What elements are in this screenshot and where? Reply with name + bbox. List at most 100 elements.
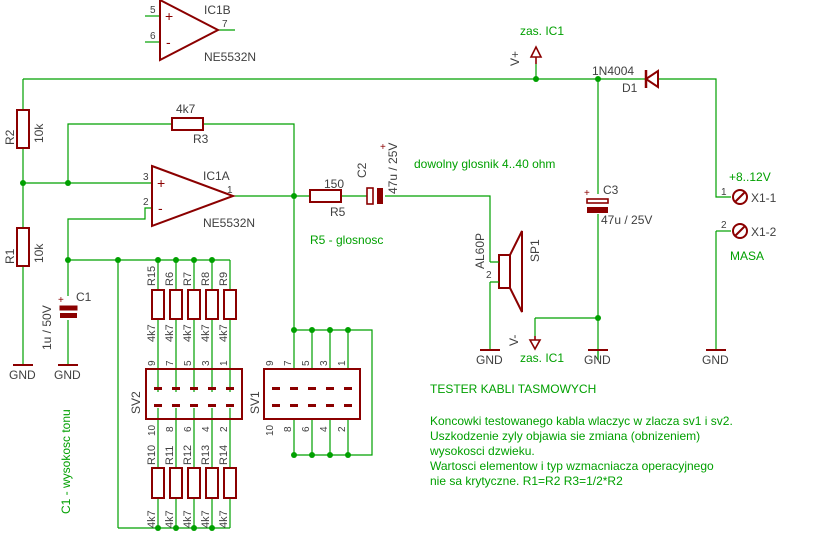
junction [345,452,351,458]
resistor-array-bottom-values: 4k7 4k7 4k7 4k7 4k7 [146,510,230,528]
pin-number: 1 [219,360,230,366]
sp1-value: AL60P [473,233,487,269]
pin-number: 4 [201,426,212,432]
ic1a-pin2: 2 [143,197,149,208]
junction [191,525,197,531]
d1-name: D1 [622,81,638,95]
vplus-symbol: V+ zas. IC1 [508,24,564,66]
resistor-value: 4k7 [200,510,212,528]
resistor-value: 4k7 [146,510,158,528]
junction [65,257,71,263]
ic1b-opamp: + - 5 6 7 IC1B NE5532N [150,0,256,64]
junction [309,452,315,458]
junction [20,180,26,186]
sp1-pin2: 2 [486,270,492,281]
resistor-value: 4k7 [182,510,194,528]
capacitor-c2: + C2 47u / 25V [355,142,400,205]
resistor-array-bottom-names: R10 R11 R12 R13 R14 [146,445,230,465]
c2-value: 47u / 25V [386,143,400,194]
ic1a-name: IC1A [203,169,230,183]
junction [533,76,539,82]
sv2-top-pins: 9 7 5 3 1 [147,360,230,366]
zas-bottom-label: zas. IC1 [520,351,564,365]
pin-number: 7 [165,360,176,366]
resistor-value: 4k7 [218,324,230,342]
junction [345,327,351,333]
supply-label: +8..12V [729,170,771,184]
vplus-label: V+ [508,51,522,66]
c2-polarity: + [380,142,386,153]
ic1b-value: NE5532N [204,50,256,64]
c1-name: C1 [76,290,92,304]
resistor-value: 4k7 [164,510,176,528]
description-title: TESTER KABLI TASMOWYCH [430,382,596,396]
gnd-label-x1: GND [702,353,729,367]
x1-pin2: 2 [721,220,727,231]
resistor-value: 4k7 [182,324,194,342]
ic1b-minus: - [166,34,171,50]
capacitor-c1: + C1 1u / 50V [40,290,92,350]
sv1-top-pins: 9 7 5 3 1 [265,360,348,366]
sv2-name: SV2 [129,391,143,414]
resistor-name: R10 [146,445,158,465]
resistor-name: R14 [218,445,230,465]
description-line: nie sa krytyczne. R1=R2 R3=1/2*R2 [430,474,623,488]
junction [309,327,315,333]
r5-note: R5 - glosnosc [310,233,383,247]
description-block: TESTER KABLI TASMOWYCH Koncowki testowan… [429,382,733,488]
resistor-value: 4k7 [164,324,176,342]
zas-top-label: zas. IC1 [520,24,564,38]
resistor-name: R11 [164,446,176,465]
c3-polarity: + [584,188,590,199]
resistor-name: R8 [200,272,212,286]
c3-value: 47u / 25V [601,213,652,227]
description-line: Uszkodzenie zyly objawia sie zmiana (obn… [430,429,700,443]
pin-number: 9 [147,360,158,366]
x1-2-label: X1-2 [751,225,777,239]
terminal-x1-2: 2 X1-2 MASA [721,220,777,263]
junction [209,525,215,531]
resistor-array-bottom [151,467,237,499]
resistor-array-top-names: R15 R6 R7 R8 R9 [146,266,230,286]
junction [65,180,71,186]
c1-polarity: + [58,295,64,306]
c1-value: 1u / 50V [40,305,54,350]
gnd-label-c1: GND [54,368,81,382]
resistor-name: R7 [182,272,194,286]
description-line: Wartosci elementow i typ wzmacniacza ope… [430,459,714,473]
r3-name: R3 [193,132,209,146]
vminus-label: V- [507,335,521,346]
resistor-name: R6 [164,272,176,286]
x1-1-label: X1-1 [751,191,777,205]
junction [595,315,601,321]
junction [209,257,215,263]
d1-value: 1N4004 [592,64,634,78]
sv2-bottom-pins: 10 8 6 4 2 [147,424,230,436]
pin-number: 3 [319,360,330,366]
ic1a-opamp: + - 3 2 1 IC1A NE5532N [143,164,255,230]
junction [327,452,333,458]
pin-number: 8 [283,426,294,432]
pin-number: 9 [265,360,276,366]
pin-number: 7 [283,360,294,366]
speaker-note: dowolny glosnik 4..40 ohm [414,157,555,171]
speaker-sp1: SP1 AL60P 2 [473,230,542,313]
r2-value: 10k [32,123,46,143]
r3-value: 4k7 [176,102,196,116]
ic1b-pin6: 6 [150,31,156,42]
vminus-symbol: V- zas. IC1 [507,335,564,365]
junction [173,525,179,531]
c2-name: C2 [355,162,369,178]
resistor-array-top [151,289,237,320]
ic1a-pin1: 1 [227,185,233,196]
ic1a-plus: + [157,175,165,191]
resistor-r3: 4k7 R3 [171,102,209,146]
junction [155,257,161,263]
pin-number: 5 [301,360,312,366]
resistor-array-top-values: 4k7 4k7 4k7 4k7 4k7 [146,324,230,342]
gnd-label-r1: GND [9,368,36,382]
junction [173,257,179,263]
pin-number: 4 [319,426,330,432]
description-line: Koncowki testowanego kabla wlaczyc w zla… [430,414,733,428]
ic1b-name: IC1B [204,3,231,17]
